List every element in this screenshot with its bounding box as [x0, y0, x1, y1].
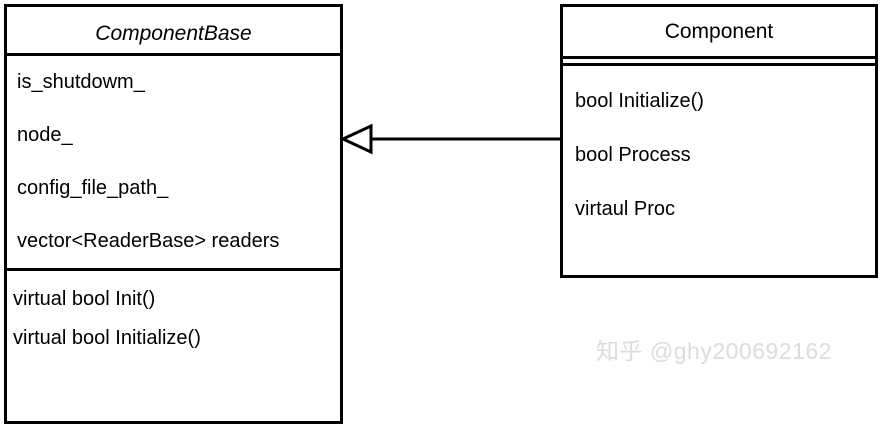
operation-row: virtaul Proc [575, 198, 676, 220]
class-name-componentbase: ComponentBase [95, 22, 252, 45]
watermark-text: 知乎 @ghy200692162 [596, 338, 832, 364]
operation-row: bool Initialize() [575, 90, 704, 112]
attributes-compartment-componentbase: is_shutdowm_ node_ config_file_path_ vec… [7, 56, 340, 268]
compartment-divider [7, 53, 340, 56]
attribute-row: vector<ReaderBase> readers [17, 230, 280, 252]
attribute-row: config_file_path_ [17, 177, 169, 199]
operations-compartment-componentbase: virtual bool Init() virtual bool Initial… [7, 271, 340, 348]
hollow-triangle-arrowhead-icon [339, 123, 373, 155]
attribute-row: is_shutdowm_ [17, 71, 145, 93]
compartment-divider [7, 268, 340, 271]
operation-row: bool Process [575, 144, 691, 166]
compartment-divider [563, 56, 875, 59]
attribute-row: node_ [17, 124, 73, 146]
operations-compartment-component: bool Initialize() bool Process virtaul P… [563, 66, 875, 219]
uml-class-component[interactable]: Component bool Initialize() bool Process… [560, 4, 878, 278]
class-name-component: Component [664, 20, 774, 43]
compartment-divider [563, 63, 875, 66]
attributes-compartment-component [563, 59, 875, 63]
operation-row: virtual bool Init() [13, 288, 156, 310]
operation-row: virtual bool Initialize() [13, 327, 201, 349]
generalization-connector[interactable] [339, 122, 562, 156]
uml-class-componentbase[interactable]: ComponentBase is_shutdowm_ node_ config_… [4, 4, 343, 424]
diagram-canvas: ComponentBase is_shutdowm_ node_ config_… [4, 4, 878, 424]
